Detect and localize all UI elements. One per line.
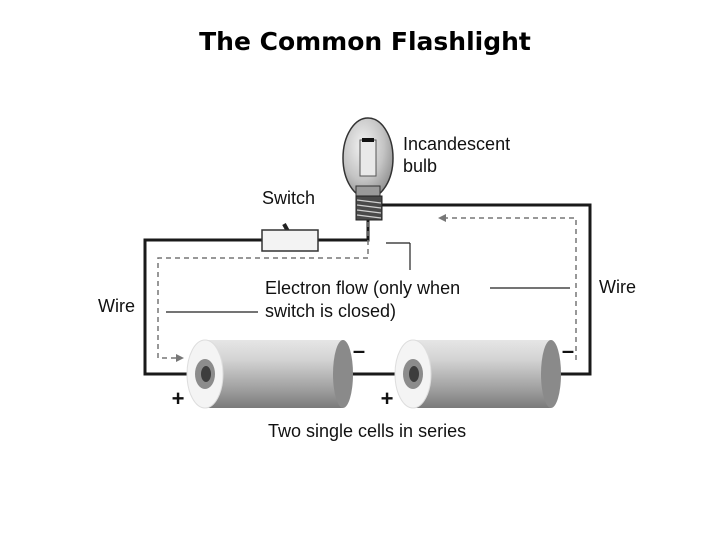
wire-left-path — [143, 238, 262, 376]
wire-bulb-to-right — [382, 203, 592, 376]
right-cell-minus-sign: – — [562, 338, 574, 363]
leader-lines — [166, 242, 570, 313]
right-cell-body — [413, 340, 551, 408]
wire-right-label: Wire — [599, 277, 636, 297]
electron-flow-label-line2: switch is closed) — [265, 301, 396, 321]
left-cell-plus-sign: + — [172, 386, 185, 411]
right-cell-plus-sign: + — [381, 386, 394, 411]
bulb-label-line1: Incandescent — [403, 134, 510, 154]
switch-body — [261, 229, 319, 252]
right-cell-positive-nub — [409, 366, 419, 382]
bulb-label-line2: bulb — [403, 156, 437, 176]
left-cell-negative-end — [333, 340, 353, 408]
wire-switch-to-bulb — [318, 220, 370, 242]
switch-label: Switch — [262, 188, 315, 208]
page-title: The Common Flashlight — [199, 27, 531, 56]
electron-flow-label-line1: Electron flow (only when — [265, 278, 460, 298]
left-cell-minus-sign: – — [353, 338, 365, 363]
bulb-filament — [362, 138, 374, 142]
flow-arrow-left-down — [157, 257, 243, 362]
right-cell-negative-end — [541, 340, 561, 408]
flow-arrow-bulb-down — [243, 222, 369, 259]
electron-flow-arrows — [157, 214, 577, 362]
left-cell-positive-nub — [201, 366, 211, 382]
left-cell — [186, 339, 353, 409]
bulb-screw-threads — [356, 199, 382, 219]
flow-arrow-top-right — [438, 214, 577, 360]
switch — [261, 223, 319, 252]
bulb-filament-housing — [359, 139, 377, 177]
right-cell — [394, 339, 561, 409]
wire-left-label: Wire — [98, 296, 135, 316]
cells-label: Two single cells in series — [268, 421, 466, 441]
left-cell-body — [205, 340, 343, 408]
incandescent-bulb — [342, 117, 394, 221]
